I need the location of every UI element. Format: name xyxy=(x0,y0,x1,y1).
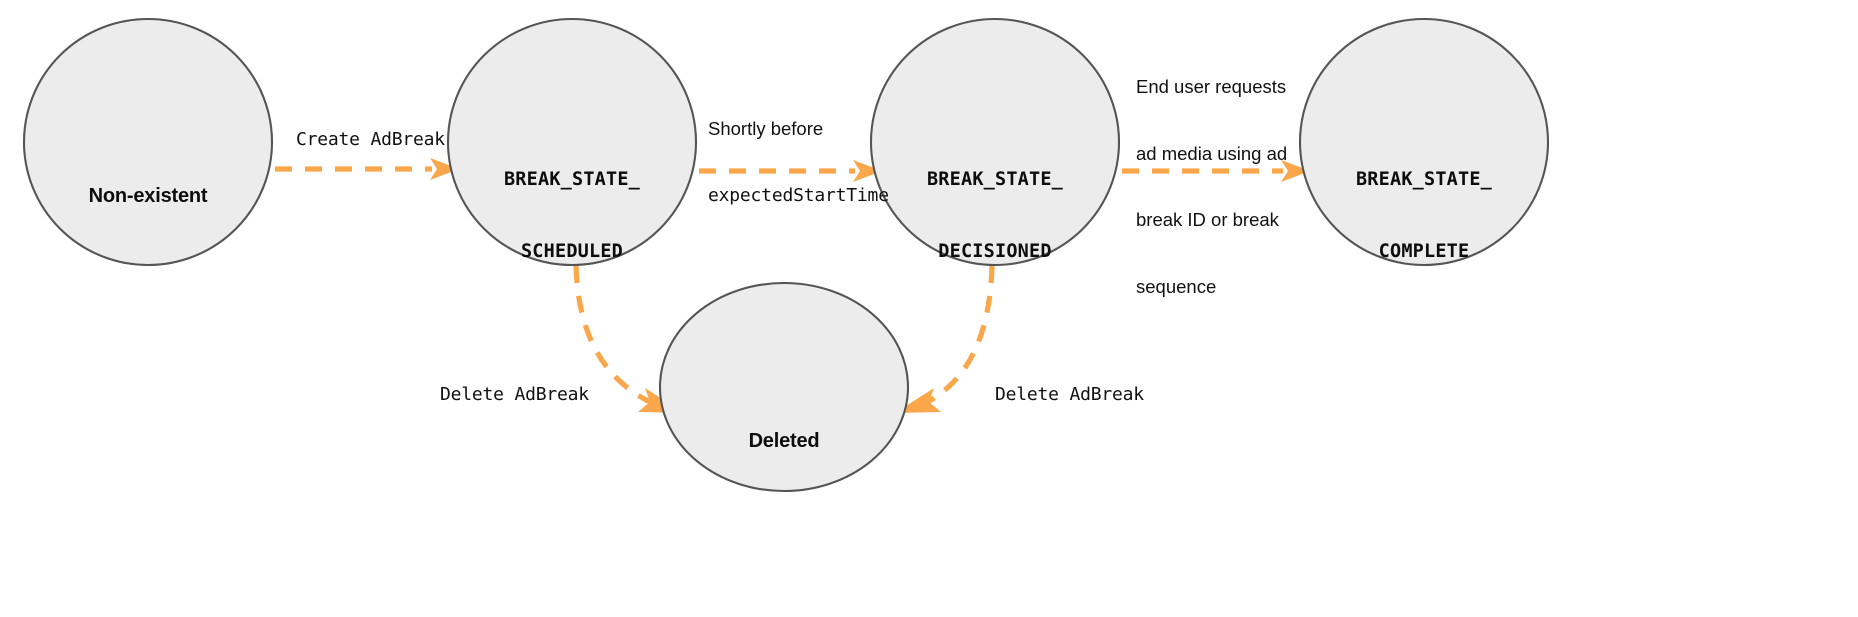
edge-line xyxy=(573,265,662,410)
arrowhead-icon xyxy=(1281,160,1310,182)
node-break-state-complete[interactable] xyxy=(1298,17,1550,267)
node-break-state-decisioned[interactable] xyxy=(869,17,1121,267)
node-deleted[interactable] xyxy=(658,281,910,493)
edge-line xyxy=(916,265,995,410)
arrowhead-icon xyxy=(430,158,459,180)
node-break-state-scheduled[interactable] xyxy=(446,17,698,267)
edge-shortly-before-expected-start-time xyxy=(699,160,882,182)
edge-delete-adbreak-from-decisioned xyxy=(895,265,995,413)
node-non-existent[interactable] xyxy=(22,17,274,267)
edge-end-user-requests-ad-media xyxy=(1122,160,1310,182)
arrowhead-icon xyxy=(853,160,882,182)
edge-create-adbreak xyxy=(275,158,459,180)
